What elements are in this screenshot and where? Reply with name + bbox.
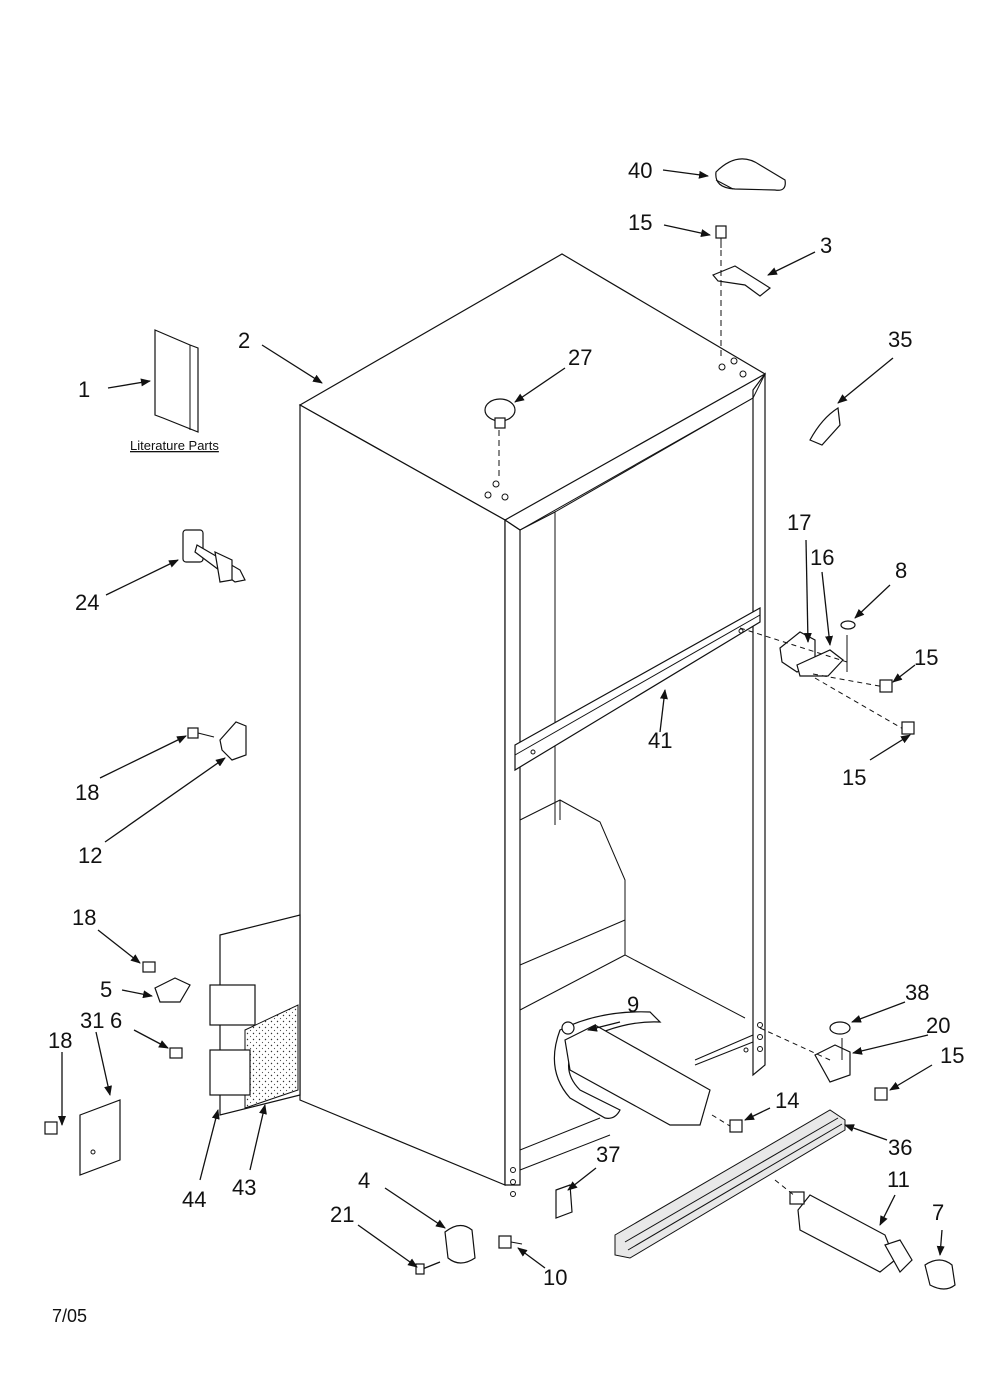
label-16: 16: [810, 545, 834, 570]
label-12: 12: [78, 843, 102, 868]
label-15-lower: 15: [842, 765, 866, 790]
label-10: 10: [543, 1265, 567, 1290]
label-35: 35: [888, 327, 912, 352]
label-6: 6: [110, 1008, 122, 1033]
literature-parts-caption: Literature Parts: [130, 438, 219, 453]
back-panel-brackets: [142, 914, 301, 1116]
label-36: 36: [888, 1135, 912, 1160]
literature-parts-booklet: [154, 329, 199, 433]
leader-lines: [58, 169, 945, 1269]
label-24: 24: [75, 590, 99, 615]
label-40: 40: [628, 158, 652, 183]
label-43: 43: [232, 1175, 256, 1200]
label-15-bottom: 15: [940, 1043, 964, 1068]
service-cover: [44, 1099, 121, 1176]
toe-grille: [614, 1109, 846, 1259]
label-9: 9: [627, 992, 639, 1017]
hinge-bracket-cover: [809, 406, 841, 446]
label-27: 27: [568, 345, 592, 370]
screw-top: [715, 225, 727, 248]
label-8: 8: [895, 558, 907, 583]
screw-clip-upper: [187, 721, 247, 761]
label-4: 4: [358, 1168, 370, 1193]
label-1: 1: [78, 377, 90, 402]
hinge-cover-top: [715, 158, 786, 191]
top-plug: [484, 398, 516, 480]
label-17: 17: [787, 510, 811, 535]
clip-37: [555, 1184, 573, 1219]
label-3: 3: [820, 233, 832, 258]
label-44: 44: [182, 1187, 206, 1212]
water-valve-housing: [553, 1011, 711, 1126]
label-18-middle: 18: [72, 905, 96, 930]
label-11: 11: [887, 1167, 910, 1192]
label-41: 41: [648, 728, 672, 753]
label-14: 14: [775, 1088, 799, 1113]
label-5: 5: [100, 977, 112, 1002]
label-20: 20: [926, 1013, 950, 1038]
water-filter: [774, 1179, 913, 1273]
screw-21: [415, 1261, 441, 1275]
label-31: 31: [80, 1008, 104, 1033]
screw-14: [711, 1114, 743, 1133]
label-21: 21: [330, 1202, 354, 1227]
label-38: 38: [905, 980, 929, 1005]
label-7: 7: [932, 1200, 944, 1225]
door-stop-pin: [182, 529, 246, 583]
lower-hinge-assembly: [759, 1021, 888, 1101]
mullion-rail: [514, 606, 761, 772]
center-hinge-assembly: [739, 620, 915, 735]
label-37: 37: [596, 1142, 620, 1167]
part-number-labels: 1 Literature Parts 2 40 15 3 35 27 24 17…: [48, 158, 964, 1290]
label-18-upper: 18: [75, 780, 99, 805]
label-15-top: 15: [628, 210, 652, 235]
top-hinge: [712, 250, 772, 360]
screw-10: [498, 1235, 523, 1249]
cord-clamp: [444, 1224, 476, 1264]
label-18-lower: 18: [48, 1028, 72, 1053]
cabinet: [298, 253, 767, 1197]
label-2: 2: [238, 328, 250, 353]
revision-date: 7/05: [52, 1306, 87, 1326]
label-15-mid: 15: [914, 645, 938, 670]
filter-cap: [924, 1259, 956, 1290]
